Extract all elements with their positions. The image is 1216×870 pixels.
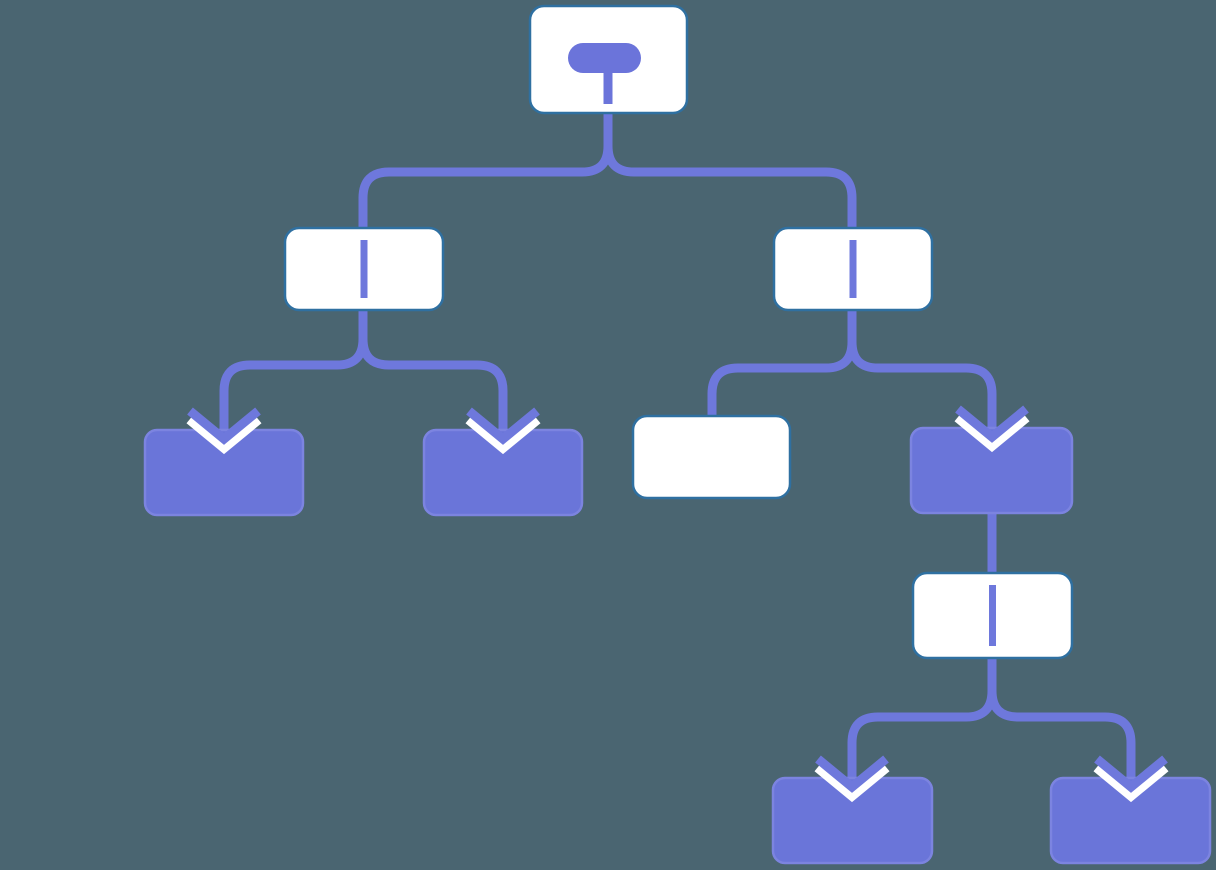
start-node-pill-stem [603,70,613,104]
arrowhead-task4-purple-chevron-icon [815,755,889,793]
edge-bottom-to-task4 [847,650,997,783]
arrowhead-task4-white-chevron-icon [814,762,890,803]
arrowhead-task5-purple-chevron-icon [1094,755,1168,793]
task-node-2[interactable] [422,428,584,517]
edge-left-to-task2 [358,304,508,435]
task-node-5[interactable] [1049,776,1212,865]
task-node-3[interactable] [909,426,1074,515]
arrowhead-task3-white-chevron-icon [954,412,1030,453]
edge-right-to-task3 [847,304,997,433]
arrowhead-task5-white-chevron-icon [1093,762,1169,803]
edge-right-to-empty [707,304,857,422]
arrowhead-task2-white-chevron-icon [465,414,541,455]
edge-left-to-task1 [219,304,368,435]
arrowhead-task1-purple-chevron-icon [187,407,261,445]
edge-start-to-left [358,100,613,234]
task-node-1[interactable] [143,428,305,517]
task-node-4[interactable] [771,776,934,865]
empty-node[interactable] [631,414,792,500]
arrowhead-task3-purple-chevron-icon [955,405,1029,443]
edge-start-to-right [603,100,857,234]
edge-bottom-to-task5 [987,650,1136,783]
arrowhead-task2-purple-chevron-icon [466,407,540,445]
start-node-pill [568,43,641,73]
arrowhead-task1-white-chevron-icon [186,414,262,455]
